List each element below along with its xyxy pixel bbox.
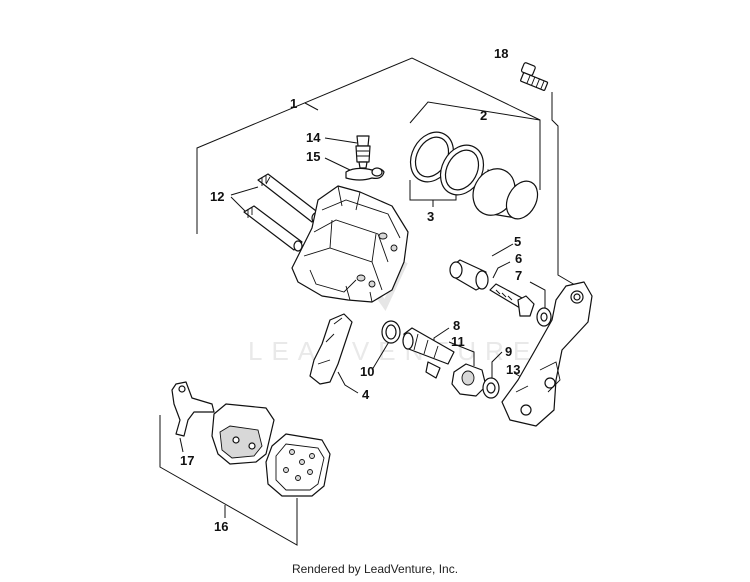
part-caliper-bracket bbox=[501, 281, 593, 427]
leader-lines bbox=[159, 57, 576, 546]
leader-4 bbox=[337, 371, 359, 394]
leader-1 bbox=[304, 102, 319, 111]
callout-6: 6 bbox=[515, 251, 522, 266]
callout-11: 11 bbox=[451, 334, 465, 349]
callout-2: 2 bbox=[480, 108, 487, 123]
callout-3: 3 bbox=[427, 209, 434, 224]
callout-10: 10 bbox=[360, 364, 374, 379]
callout-5: 5 bbox=[514, 234, 521, 249]
callout-7: 7 bbox=[515, 268, 522, 283]
leader-7 bbox=[529, 281, 546, 310]
part-18-bolt bbox=[520, 62, 549, 91]
callout-17: 17 bbox=[180, 453, 194, 468]
part-16-brake-pad-front bbox=[211, 403, 275, 465]
callout-1: 1 bbox=[290, 96, 297, 111]
part-2-piston bbox=[472, 168, 539, 220]
leader-12a bbox=[230, 186, 259, 196]
part-11-boot bbox=[451, 363, 487, 397]
part-9-washer bbox=[482, 377, 500, 399]
leader-15 bbox=[324, 157, 351, 171]
part-14-bleeder-screw bbox=[355, 135, 371, 169]
leader-14 bbox=[324, 137, 358, 144]
part-10-ring bbox=[381, 320, 401, 344]
part-15-cap bbox=[345, 167, 385, 181]
part-12-pin-lower bbox=[243, 205, 303, 252]
part-17-pad-spring bbox=[171, 381, 215, 437]
callout-13: 13 bbox=[506, 362, 520, 377]
part-7-washer bbox=[536, 307, 552, 327]
callout-14: 14 bbox=[306, 130, 321, 145]
leader-5 bbox=[491, 243, 514, 257]
callout-4: 4 bbox=[362, 387, 370, 402]
bracket-16 bbox=[159, 415, 298, 546]
callout-16: 16 bbox=[214, 519, 228, 534]
callout-8: 8 bbox=[453, 318, 460, 333]
footer-credit: Rendered by LeadVenture, Inc. bbox=[291, 562, 459, 576]
bracket-2 bbox=[409, 101, 541, 124]
leader-10 bbox=[371, 339, 391, 371]
callout-labels: 1 2 3 4 5 6 7 8 9 10 11 12 13 14 15 16 1… bbox=[180, 46, 522, 534]
leader-6 bbox=[492, 261, 511, 279]
callout-18: 18 bbox=[494, 46, 508, 61]
leader-9 bbox=[491, 351, 503, 380]
leader-18 bbox=[551, 92, 576, 286]
leader-17 bbox=[179, 437, 184, 453]
callout-12: 12 bbox=[210, 189, 224, 204]
part-1-caliper-body bbox=[291, 185, 409, 303]
part-6-bolt bbox=[489, 283, 535, 317]
leader-12b bbox=[230, 196, 247, 213]
part-4-shim bbox=[309, 313, 353, 385]
part-8-slide-pin bbox=[402, 327, 455, 379]
part-5-sleeve bbox=[449, 259, 489, 291]
leader-11 bbox=[448, 341, 475, 366]
part-16-brake-pad-rear bbox=[265, 433, 331, 497]
bracket-1 bbox=[196, 57, 541, 234]
callout-9: 9 bbox=[505, 344, 512, 359]
callout-15: 15 bbox=[306, 149, 320, 164]
